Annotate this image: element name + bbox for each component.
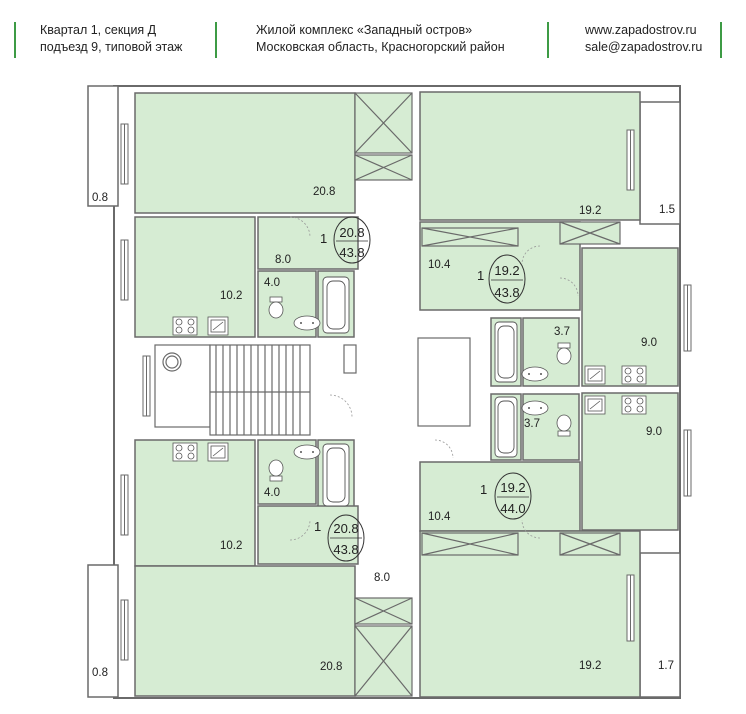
apt-nw-rooms: 1: [320, 231, 327, 246]
door-swings: [289, 216, 579, 541]
se-kitchen-area: 9.0: [646, 426, 662, 438]
apartment-ne-label: 1 19.2 43.8: [477, 263, 523, 300]
windows: [120, 123, 692, 661]
se-bath-area: 3.7: [524, 418, 540, 430]
ne-room-area: 19.2: [579, 205, 601, 217]
stair-core: [154, 337, 471, 436]
apt-sw-rooms: 1: [314, 519, 321, 534]
website-link[interactable]: www.zapadostrov.ru: [585, 23, 697, 37]
sw-bath-area: 4.0: [264, 487, 280, 499]
email-link[interactable]: sale@zapadostrov.ru: [585, 40, 703, 54]
apt-se-total: 44.0: [500, 501, 525, 516]
complex-info: Жилой комплекс «Западный остров» Московс…: [256, 22, 505, 56]
se-room-area: 19.2: [579, 660, 601, 672]
sw-hall-area: 8.0: [374, 572, 390, 584]
complex-name: Жилой комплекс «Западный остров»: [256, 23, 473, 37]
room-area-labels: 0.8 20.8 8.0 10.2 4.0 19.2 1.5 10.4 3.7 …: [92, 186, 675, 679]
nw-hall-area: 8.0: [275, 254, 291, 266]
apt-nw-living: 20.8: [339, 225, 364, 240]
apartment-nw-label: 1 20.8 43.8: [320, 225, 368, 260]
nw-room-area: 20.8: [313, 186, 335, 198]
nw-kitchen-area: 10.2: [220, 290, 242, 302]
ne-balcony-area: 1.5: [659, 204, 675, 216]
section-line-2: подъезд 9, типовой этаж: [40, 40, 183, 54]
apartment-se-label: 1 19.2 44.0: [480, 480, 529, 516]
apt-se-rooms: 1: [480, 482, 487, 497]
separator: [215, 22, 217, 58]
ne-bath-area: 3.7: [554, 326, 570, 338]
sw-kitchen-area: 10.2: [220, 540, 242, 552]
apt-sw-living: 20.8: [333, 521, 358, 536]
nw-bath-area: 4.0: [264, 277, 280, 289]
shafts: [354, 92, 621, 697]
contacts: www.zapadostrov.ru sale@zapadostrov.ru: [585, 22, 702, 56]
se-balcony-area: 1.7: [658, 660, 674, 672]
apartment-markers: [327, 216, 532, 562]
apartment-sw-label: 1 20.8 43.8: [314, 519, 362, 557]
balconies: [87, 85, 681, 698]
sw-room-area: 20.8: [320, 661, 342, 673]
apt-ne-living: 19.2: [494, 263, 519, 278]
ne-hall-area: 10.4: [428, 259, 451, 271]
building-section-info: Квартал 1, секция Д подъезд 9, типовой э…: [40, 22, 182, 56]
apt-ne-rooms: 1: [477, 268, 484, 283]
sw-balcony-area: 0.8: [92, 667, 108, 679]
separator: [547, 22, 549, 58]
complex-location: Московская область, Красногорский район: [256, 40, 505, 54]
apt-se-living: 19.2: [500, 480, 525, 495]
separator: [720, 22, 722, 58]
separator: [14, 22, 16, 58]
header: Квартал 1, секция Д подъезд 9, типовой э…: [0, 0, 746, 70]
bathtubs: [322, 276, 518, 507]
apt-sw-total: 43.8: [333, 542, 358, 557]
se-hall-area: 10.4: [428, 511, 451, 523]
nw-balcony-area: 0.8: [92, 192, 108, 204]
apt-ne-total: 43.8: [494, 285, 519, 300]
section-line-1: Квартал 1, секция Д: [40, 23, 157, 37]
ne-kitchen-area: 9.0: [641, 337, 657, 349]
apt-nw-total: 43.8: [339, 245, 364, 260]
